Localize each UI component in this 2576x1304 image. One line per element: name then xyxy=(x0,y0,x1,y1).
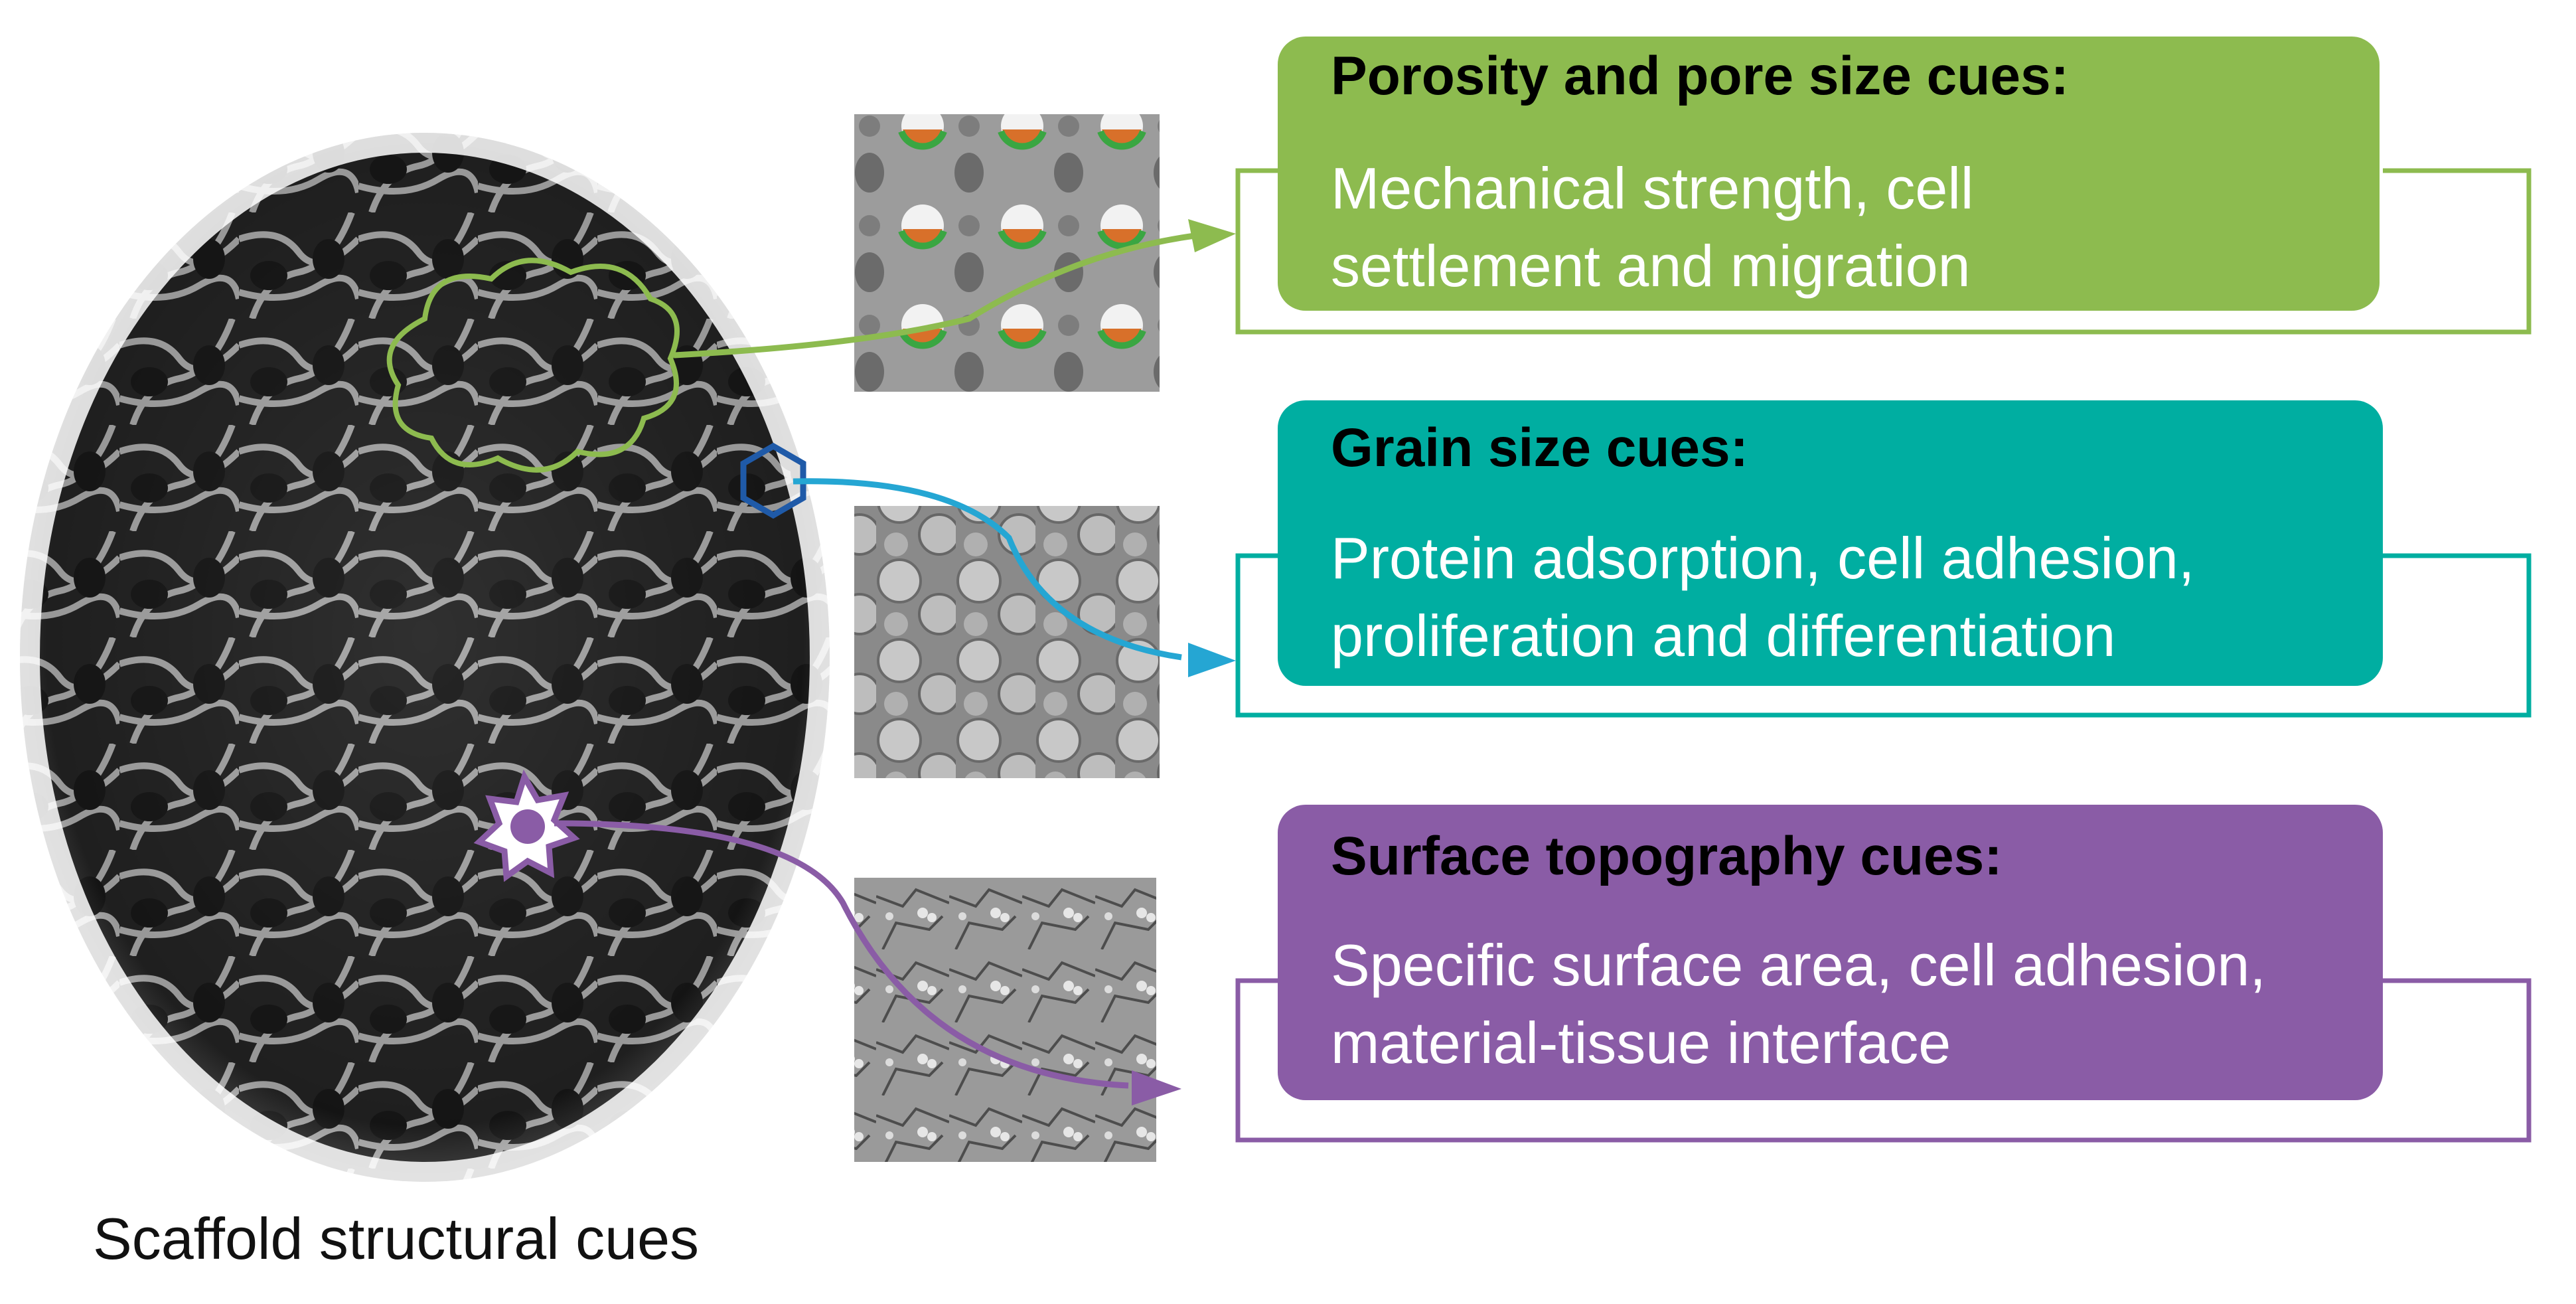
scaffold-caption: Scaffold structural cues xyxy=(93,1206,700,1271)
topography-desc-line: material-tissue interface xyxy=(1331,1010,1951,1076)
surface-topography-image xyxy=(854,878,1156,1162)
grain-desc-line: proliferation and differentiation xyxy=(1331,603,2116,669)
porosity-cue-title: Porosity and pore size cues: xyxy=(1331,46,2069,106)
porosity-desc-line: Mechanical strength, cell xyxy=(1331,155,1974,221)
hexagon-outline-icon xyxy=(740,442,806,519)
topography-cue-description: Specific surface area, cell adhesion, ma… xyxy=(1331,926,2266,1082)
gear-star-icon xyxy=(473,769,580,882)
grain-cue-title: Grain size cues: xyxy=(1331,418,1748,478)
scaffold-sem-image xyxy=(0,113,850,1202)
porosity-arrow xyxy=(673,219,1236,359)
topography-cue-box xyxy=(1278,805,2383,1100)
topography-desc-line: Specific surface area, cell adhesion, xyxy=(1331,932,2266,998)
porosity-cue-description: Mechanical strength, cell settlement and… xyxy=(1331,149,1973,305)
porosity-bracket xyxy=(1235,168,2532,335)
porosity-cue-box xyxy=(1278,37,2380,311)
topography-cue-title: Surface topography cues: xyxy=(1331,826,2003,886)
porosity-desc-line: settlement and migration xyxy=(1331,233,1971,299)
grain-desc-line: Protein adsorption, cell adhesion, xyxy=(1331,525,2195,591)
topography-arrow xyxy=(554,820,1181,1105)
grain-cue-description: Protein adsorption, cell adhesion, proli… xyxy=(1331,519,2194,675)
grain-cue-box xyxy=(1278,400,2383,686)
cloud-outline-icon xyxy=(386,258,680,473)
grain-bracket xyxy=(1235,553,2532,718)
topography-bracket xyxy=(1235,978,2532,1143)
grain-structure-image xyxy=(854,506,1160,778)
grain-arrow xyxy=(793,478,1236,677)
